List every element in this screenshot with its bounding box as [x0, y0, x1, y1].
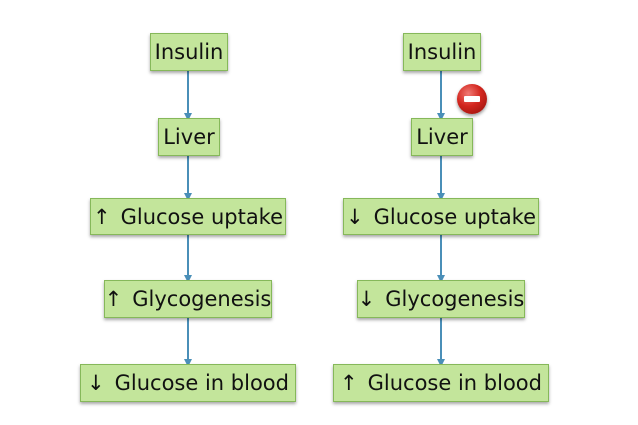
minus-bar [464, 96, 480, 102]
left-glucose-uptake-box: ↑ Glucose uptake [90, 198, 286, 235]
right-glycogenesis-label: Glycogenesis [385, 287, 525, 311]
right-glucose-uptake-box: ↓ Glucose uptake [343, 198, 539, 235]
left-uptake-label: Glucose uptake [120, 204, 284, 229]
right-liver-box: Liver [411, 118, 473, 156]
right-glycogenesis-box: ↓ Glycogenesis [357, 280, 525, 318]
left-insulin-box: Insulin [150, 33, 228, 71]
minus-circle-icon [457, 84, 487, 114]
right-uptake-label: Glucose uptake [373, 204, 537, 229]
right-liver-label: Liver [416, 125, 468, 149]
left-blood-label: Glucose in blood [114, 371, 289, 395]
left-glucose-blood-box: ↓ Glucose in blood [80, 364, 296, 402]
right-uptake-arrow-symbol: ↓ [345, 204, 364, 229]
right-insulin-label: Insulin [407, 40, 477, 64]
left-liver-box: Liver [158, 118, 220, 156]
right-insulin-box: Insulin [403, 33, 481, 71]
left-glycogenesis-label: Glycogenesis [132, 287, 272, 311]
left-uptake-arrow-symbol: ↑ [92, 204, 111, 229]
right-blood-arrow-symbol: ↑ [340, 371, 358, 395]
left-insulin-label: Insulin [154, 40, 224, 64]
left-liver-label: Liver [163, 125, 215, 149]
right-blood-label: Glucose in blood [367, 371, 542, 395]
left-blood-arrow-symbol: ↓ [87, 371, 105, 395]
right-glucose-blood-box: ↑ Glucose in blood [333, 364, 549, 402]
left-glycogenesis-box: ↑ Glycogenesis [104, 280, 272, 318]
left-glycogenesis-arrow-symbol: ↑ [104, 287, 123, 311]
right-glycogenesis-arrow-symbol: ↓ [357, 287, 376, 311]
